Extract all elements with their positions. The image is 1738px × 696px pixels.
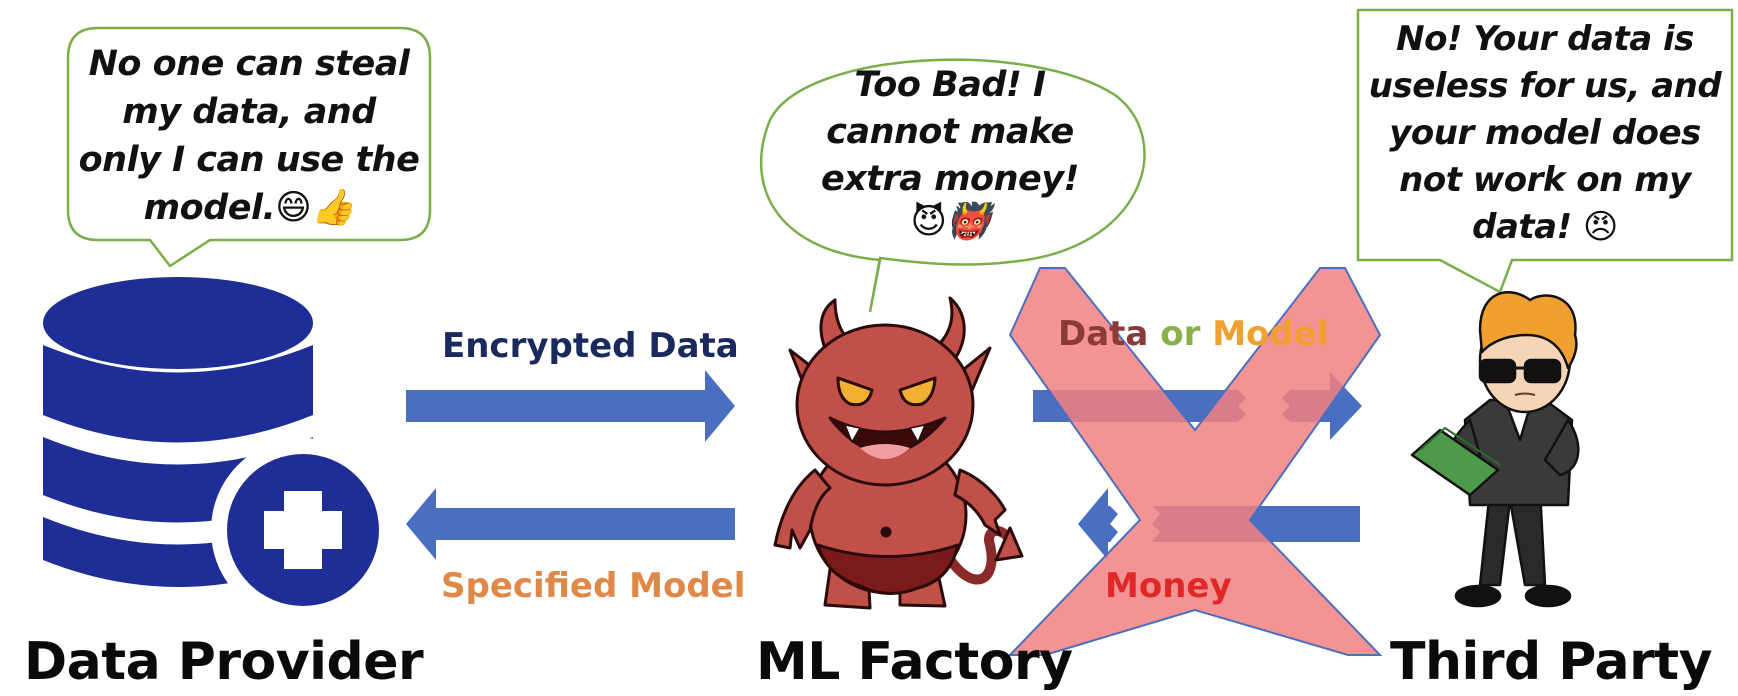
- bubble-line: only I can use the: [78, 140, 420, 180]
- bubble-line: not work on my: [1399, 160, 1691, 200]
- bubble-line: No one can steal: [88, 44, 410, 84]
- data-or-model-label: Data or Model: [1058, 314, 1328, 354]
- encrypted-data-arrow: [406, 370, 735, 442]
- database-plus-icon: [43, 277, 395, 622]
- ml-factory-label: ML Factory: [756, 632, 1073, 692]
- bubble-line: useless for us, and: [1368, 66, 1722, 106]
- third-party-speech-bubble: [1356, 8, 1734, 294]
- businessman-with-money: [1410, 291, 1580, 608]
- specified-model-arrow: [406, 488, 735, 560]
- specified-model-label: Specified Model: [441, 566, 746, 606]
- data-provider-label: Data Provider: [24, 632, 424, 692]
- bubble-line: data! 😠: [1472, 207, 1618, 247]
- third-party-label: Third Party: [1390, 632, 1713, 692]
- factory-speech-text: Too Bad! I cannot make extra money! 😈👹: [800, 62, 1100, 241]
- bubble-line: Too Bad! I: [854, 65, 1046, 105]
- encrypted-data-label: Encrypted Data: [442, 326, 739, 366]
- bubble-line: your model does: [1389, 113, 1701, 153]
- third-party-speech-text: No! Your data is useless for us, and you…: [1362, 16, 1728, 251]
- devil-character: [773, 296, 1024, 610]
- bubble-line: 😈👹: [910, 202, 990, 242]
- factory-speech-bubble: [759, 58, 1146, 313]
- bubble-line: extra money!: [820, 159, 1080, 199]
- data-word: Data: [1058, 314, 1149, 354]
- bubble-line: my data, and: [122, 92, 376, 132]
- cross-mark-icon: [1007, 267, 1383, 656]
- bubble-line: model.😄👍: [143, 188, 355, 228]
- or-word: or: [1148, 314, 1213, 354]
- bubble-line: cannot make: [826, 112, 1074, 152]
- model-word: Model: [1212, 314, 1329, 354]
- bubble-line: No! Your data is: [1396, 19, 1694, 59]
- provider-speech-bubble: [66, 26, 432, 268]
- money-label: Money: [1105, 566, 1232, 606]
- provider-speech-text: No one can steal my data, and only I can…: [78, 40, 420, 232]
